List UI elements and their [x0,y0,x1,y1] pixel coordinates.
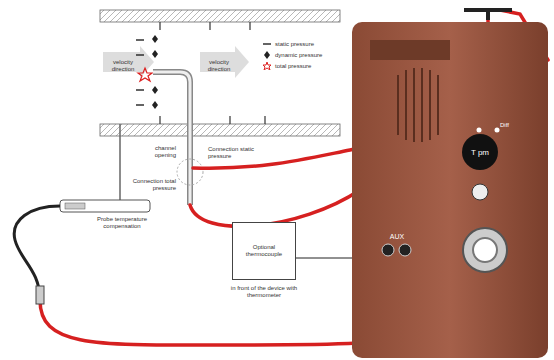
label: in front of the device with thermometer [226,285,302,299]
label: Diff [500,122,520,129]
legend-row: total pressure [262,62,311,70]
legend-text: dynamic pressure [275,52,322,59]
legend-row: dynamic pressure [262,51,322,59]
label: AUX [384,233,410,241]
legend-text: total pressure [275,63,311,70]
label: velocity direction [106,59,140,73]
legend-row: static pressure [262,40,314,48]
label: velocity direction [202,59,236,73]
thermometer-box: Optional thermocouple [232,222,296,280]
label: Connection static pressure [208,146,268,160]
legend-sample [262,62,272,70]
label: channel opening [132,145,176,159]
label: Probe temperature compensation [92,216,152,230]
legend-sample [262,40,272,48]
label: Connection total pressure [120,178,176,192]
legend-sample [262,51,272,59]
legend-text: static pressure [275,41,314,48]
label: T pm [466,148,494,157]
box-text: Optional thermocouple [233,241,295,261]
